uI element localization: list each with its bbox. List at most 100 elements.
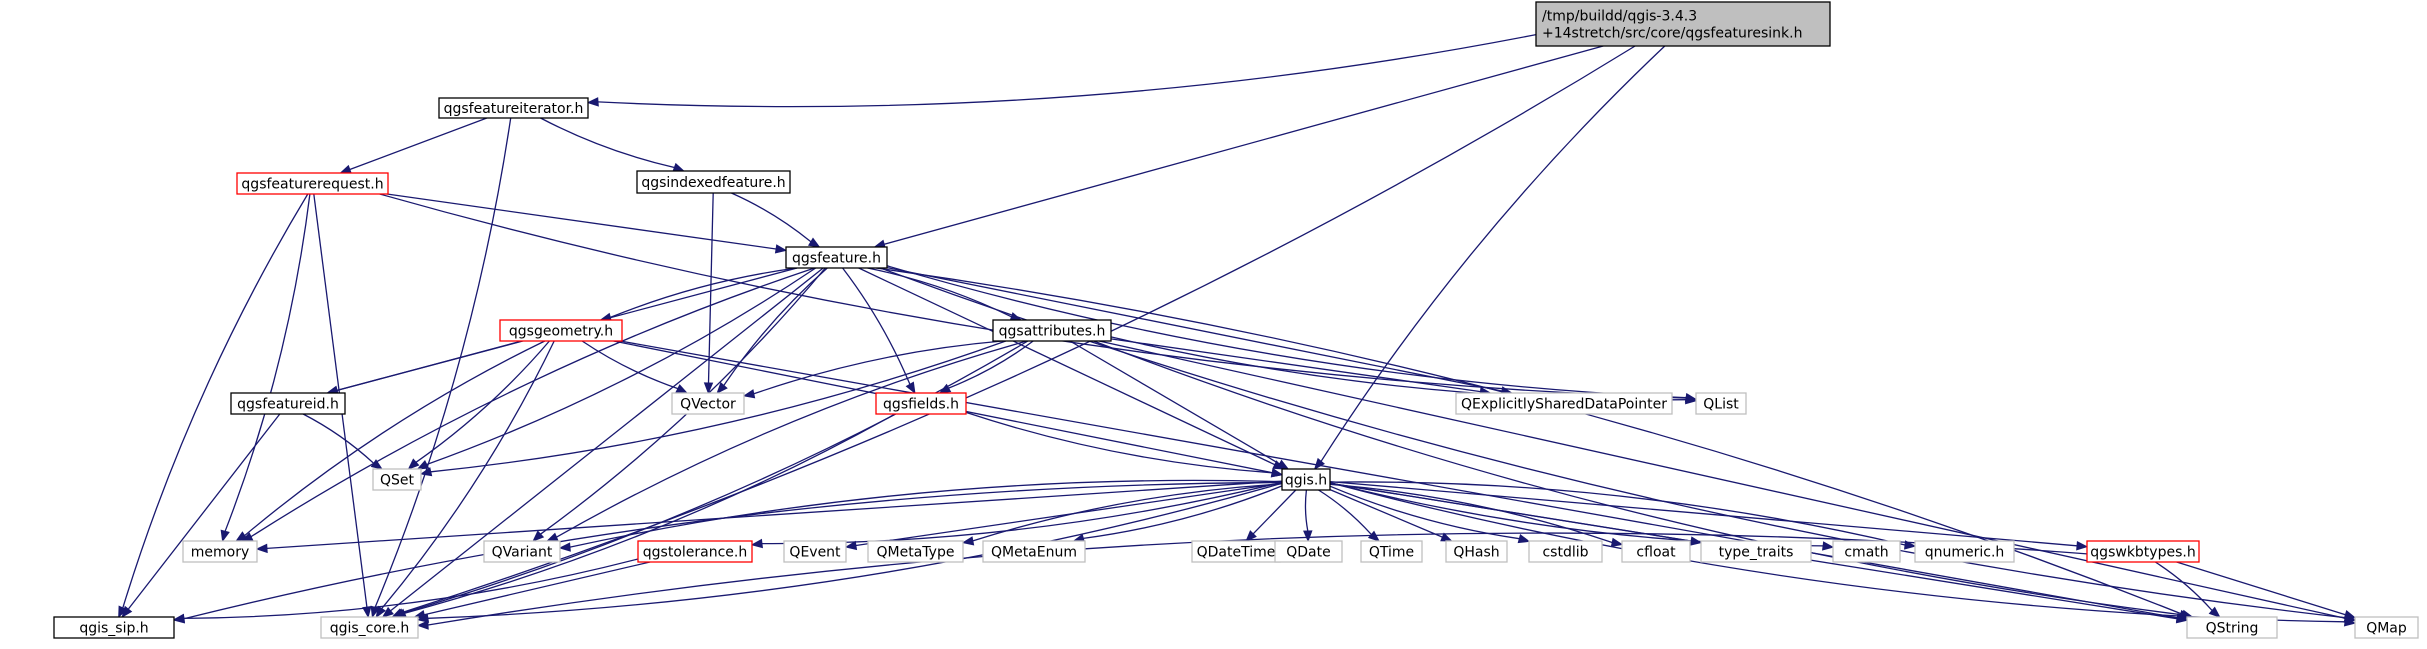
- node-label: QVector: [680, 397, 736, 413]
- edge-arrowhead: [1367, 530, 1381, 542]
- edge-featureiterator-to-featurerequest: [339, 117, 488, 174]
- edge-arrowhead: [1313, 457, 1325, 471]
- node-fields[interactable]: qgsfields.h: [875, 392, 967, 415]
- edge-arrowhead: [961, 536, 975, 546]
- edge-arrowhead: [370, 459, 384, 470]
- edge-attributes-to-core: [392, 340, 1029, 618]
- edge-arrowhead: [716, 382, 728, 395]
- edge-line: [1318, 489, 1372, 536]
- edge-line: [424, 561, 651, 616]
- node-core: qgis_core.h: [320, 616, 419, 639]
- node-label: QEvent: [789, 545, 841, 561]
- node-tolerance[interactable]: qgstolerance.h: [637, 540, 753, 563]
- edge-line: [244, 340, 546, 537]
- edge-line: [1329, 489, 1443, 538]
- edge-line: [1069, 340, 1280, 465]
- node-box: [2354, 616, 2419, 639]
- node-box: [785, 246, 888, 269]
- edge-line: [430, 340, 1007, 473]
- edge-line: [1099, 340, 2346, 619]
- node-box: [1360, 540, 1423, 563]
- edge-arrowhead: [1270, 468, 1284, 478]
- edge-line: [1329, 483, 1613, 544]
- node-label: qgstolerance.h: [643, 545, 747, 561]
- node-label: memory: [191, 545, 250, 561]
- edge-line: [886, 265, 1687, 399]
- edge-qgis-to-qtime: [1318, 489, 1381, 542]
- edge-arrowhead: [545, 532, 559, 542]
- node-box: [230, 392, 346, 415]
- node-root[interactable]: /tmp/buildd/qgis-3.4.3+14stretch/src/cor…: [1535, 1, 1831, 47]
- edge-arrowhead: [1517, 533, 1531, 544]
- node-box: [982, 540, 1086, 563]
- node-qset: QSet: [372, 468, 422, 491]
- edge-qgis-to-tolerance: [750, 481, 1283, 549]
- edge-arrowhead: [362, 606, 372, 619]
- edge-arrowhead: [1685, 394, 1698, 405]
- edge-wkbtypes-to-qstring: [2154, 561, 2221, 618]
- node-qdatetime: QDateTime: [1191, 540, 1281, 563]
- edge-line: [965, 411, 1273, 474]
- edge-featurerequest-to-memory: [220, 193, 311, 543]
- node-layer: /tmp/buildd/qgis-3.4.3+14stretch/src/cor…: [53, 1, 2419, 639]
- node-box: [483, 540, 561, 563]
- node-qnumeric: qnumeric.h: [1914, 540, 2015, 563]
- node-attributes[interactable]: qgsattributes.h: [992, 319, 1112, 342]
- node-label: cstdlib: [1542, 545, 1588, 561]
- edge-arrowhead: [220, 529, 230, 543]
- edge-arrowhead: [2175, 613, 2189, 624]
- edge-line: [858, 267, 1276, 466]
- edge-geometry-to-memory: [235, 340, 546, 542]
- edge-line: [972, 483, 1283, 542]
- node-feature[interactable]: qgsfeature.h: [785, 246, 888, 269]
- node-box: [1832, 540, 1901, 563]
- node-featureiterator[interactable]: qgsfeatureiterator.h: [438, 97, 589, 119]
- edge-arrowhead: [558, 542, 571, 552]
- node-wkbtypes[interactable]: qgswkbtypes.h: [2086, 540, 2200, 563]
- edge-arrowhead: [2208, 606, 2221, 618]
- edge-layer: [118, 33, 2357, 630]
- edge-featureid-to-sip: [121, 413, 281, 619]
- node-label: +14stretch/src/core/qgsfeaturesink.h: [1542, 26, 1802, 42]
- edge-line: [731, 192, 812, 243]
- edge-line: [122, 193, 309, 609]
- edge-featurerequest-to-feature: [386, 193, 788, 254]
- node-label: QMap: [2366, 621, 2407, 637]
- edge-line: [1329, 485, 1520, 540]
- edge-attributes-to-fields: [938, 340, 1034, 394]
- node-label: QString: [2206, 621, 2259, 637]
- edge-qgis-to-memory: [255, 480, 1283, 554]
- edge-root-to-feature: [873, 45, 1604, 249]
- node-qgis[interactable]: qgis.h: [1281, 468, 1331, 491]
- node-label: cfloat: [1636, 545, 1676, 561]
- node-box: [671, 392, 745, 415]
- node-qmetatype: QMetaType: [867, 540, 964, 563]
- edge-arrowhead: [774, 244, 788, 254]
- edge-arrowhead: [586, 97, 599, 107]
- node-indexedfeature[interactable]: qgsindexedfeature.h: [636, 170, 791, 194]
- node-featurerequest[interactable]: qgsfeaturerequest.h: [236, 172, 389, 195]
- edge-feature-to-qvector: [716, 267, 828, 395]
- node-geometry[interactable]: qgsgeometry.h: [499, 319, 623, 342]
- node-featureid[interactable]: qgsfeatureid.h: [230, 392, 346, 415]
- edge-arrowhead: [416, 620, 429, 630]
- node-sip[interactable]: qgis_sip.h: [53, 616, 175, 639]
- node-box: [438, 97, 589, 119]
- edge-line: [842, 267, 911, 385]
- edge-arrowhead: [742, 389, 756, 399]
- edge-arrowhead: [844, 540, 858, 551]
- edge-arrowhead: [675, 384, 689, 394]
- edge-fields-to-core: [394, 413, 896, 618]
- node-type_traits: type_traits: [1700, 540, 1812, 563]
- node-box: [867, 540, 964, 563]
- node-qhash: QHash: [1445, 540, 1508, 563]
- edge-line: [1329, 480, 2078, 547]
- edge-indexedfeature-to-feature: [731, 192, 821, 248]
- edge-wkbtypes-to-core: [416, 532, 2088, 630]
- node-label: QList: [1703, 397, 1739, 413]
- edge-line: [426, 267, 817, 466]
- node-memory: memory: [182, 540, 258, 563]
- edge-line: [1320, 45, 1666, 462]
- edge-arrowhead: [1904, 540, 1917, 550]
